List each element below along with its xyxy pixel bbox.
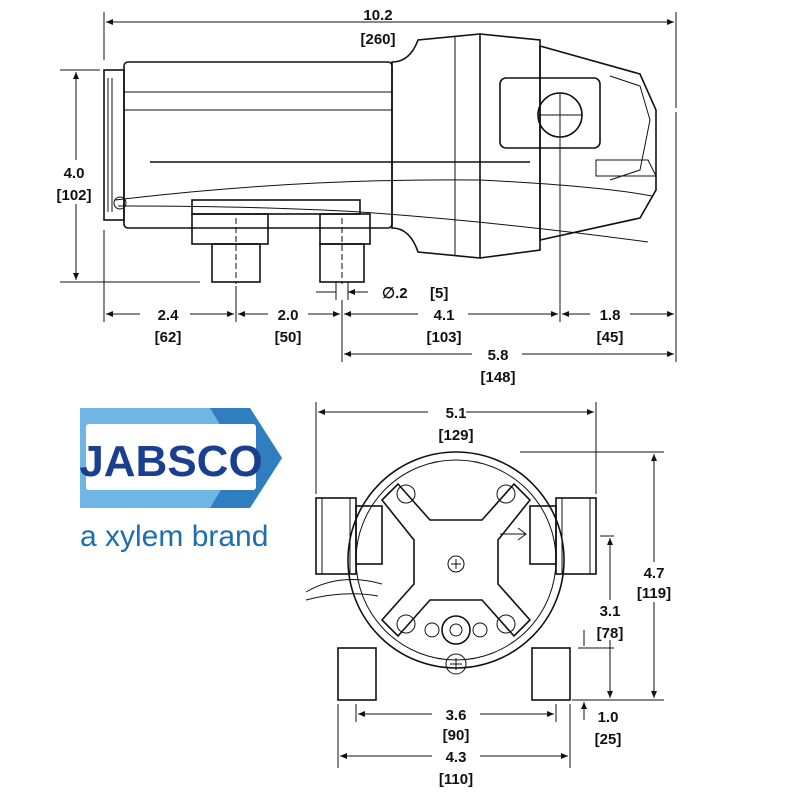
dim-b-mm: [50] bbox=[275, 329, 302, 346]
dim-d-mm: [45] bbox=[597, 329, 624, 346]
dim-a-mm: [62] bbox=[155, 329, 182, 346]
dim-port-height: 3.1 bbox=[600, 603, 621, 620]
dim-front-height-mm: [119] bbox=[637, 585, 671, 602]
dim-front-width-mm: [129] bbox=[438, 427, 473, 444]
dim-hole-diameter-mm: [5] bbox=[430, 285, 448, 302]
dim-mount-spacing: 3.6 bbox=[446, 707, 467, 724]
dim-front-height: 4.7 bbox=[644, 565, 665, 582]
dim-front-width: 5.1 bbox=[446, 405, 467, 422]
pump-head bbox=[499, 44, 657, 241]
power-wire bbox=[114, 179, 653, 243]
motor-housing bbox=[103, 33, 541, 259]
dim-foot-height: 1.0 bbox=[598, 709, 619, 726]
side-dimensions: 10.2 [260] 4.0 [102] ∅.2 [5] 2.4 [62] 2.… bbox=[46, 7, 677, 386]
logo-tagline: a xylem brand bbox=[80, 520, 268, 553]
dim-hole-diameter: ∅.2 bbox=[382, 285, 408, 302]
dim-height-mm: [102] bbox=[56, 187, 91, 204]
front-feet bbox=[337, 647, 571, 701]
dim-port-height-mm: [78] bbox=[597, 625, 624, 642]
dim-base-width: 4.3 bbox=[446, 749, 467, 766]
dim-base-width-mm: [110] bbox=[439, 771, 473, 788]
dim-height: 4.0 bbox=[64, 165, 85, 182]
inlet-port bbox=[315, 497, 383, 575]
dim-overall-length-mm: [260] bbox=[360, 31, 395, 48]
dim-d: 1.8 bbox=[600, 307, 621, 324]
dim-a: 2.4 bbox=[158, 307, 180, 324]
side-view bbox=[103, 33, 657, 284]
outlet-port bbox=[500, 497, 597, 575]
front-wire bbox=[305, 579, 383, 601]
dim-c: 4.1 bbox=[434, 307, 455, 324]
dim-mount-spacing-mm: [90] bbox=[443, 727, 470, 744]
dim-overall-length: 10.2 bbox=[363, 7, 392, 24]
dim-e: 5.8 bbox=[488, 347, 509, 364]
jabsco-logo: JABSCO a xylem brand bbox=[79, 408, 282, 553]
logo-wordmark: JABSCO bbox=[79, 437, 262, 486]
dim-foot-height-mm: [25] bbox=[595, 731, 622, 748]
mounting-feet bbox=[191, 199, 371, 284]
dim-e-mm: [148] bbox=[480, 369, 515, 386]
dim-c-mm: [103] bbox=[426, 329, 461, 346]
cam-braces bbox=[380, 482, 532, 645]
front-view bbox=[305, 451, 597, 701]
front-dimensions: 5.1 [129] 4.7 [119] 3.1 [78] 1.0 [25] 3.… bbox=[315, 402, 680, 788]
dim-b: 2.0 bbox=[278, 307, 299, 324]
